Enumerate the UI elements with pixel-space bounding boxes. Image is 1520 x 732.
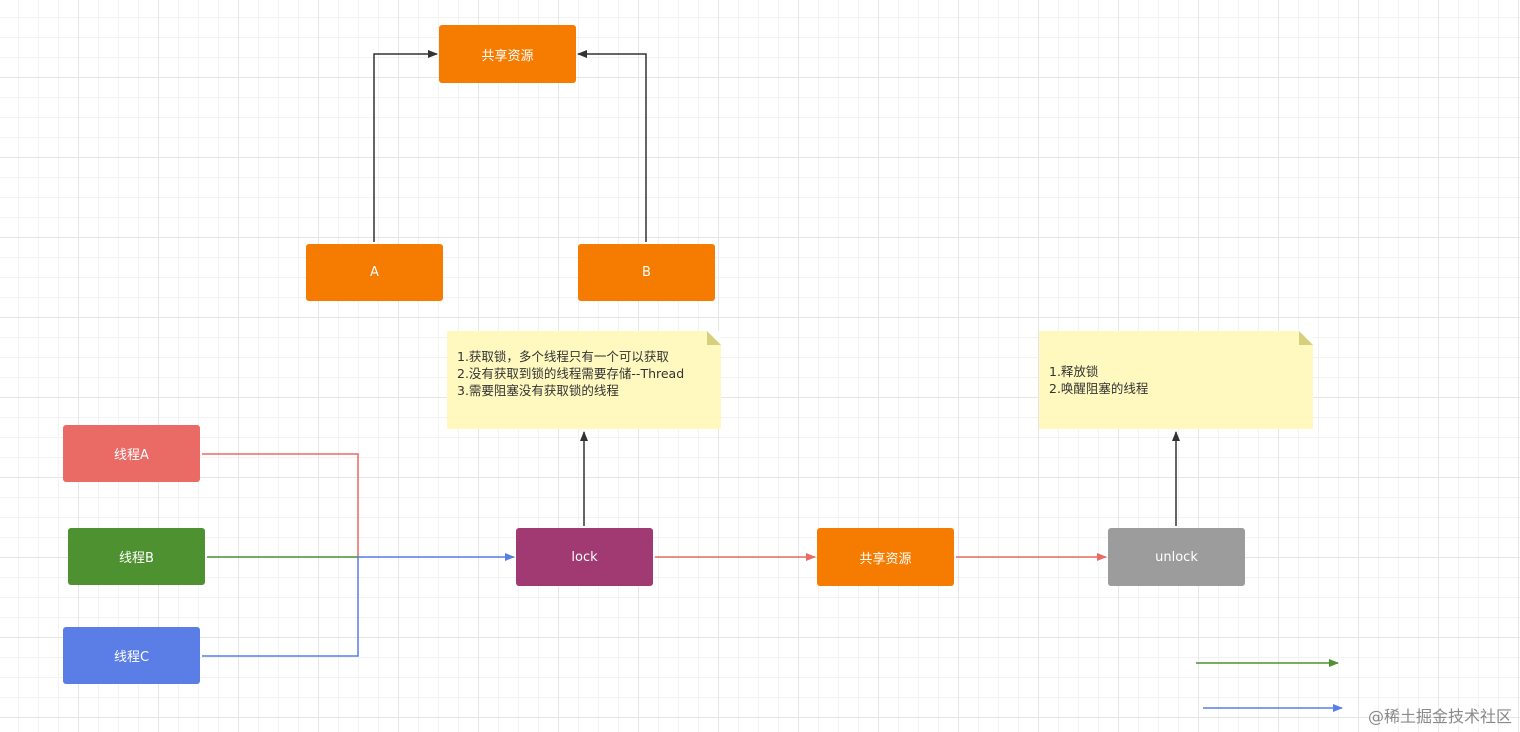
thread-c-node[interactable]: 线程C: [63, 627, 200, 684]
unlock-note-line-1: 1.释放锁: [1049, 364, 1099, 379]
edge-thread-c[interactable]: [202, 557, 359, 657]
edge-a-to-shared[interactable]: [373, 50, 438, 242]
node-b[interactable]: B: [578, 244, 715, 301]
unlock-note[interactable]: 1.释放锁 2.唤醒阻塞的线程: [1039, 331, 1313, 429]
node-a[interactable]: A: [306, 244, 443, 301]
unlock-node[interactable]: unlock: [1108, 528, 1245, 586]
unlock-note-line-2: 2.唤醒阻塞的线程: [1049, 381, 1149, 396]
thread-a-node[interactable]: 线程A: [63, 425, 200, 482]
edge-thread-a[interactable]: [202, 453, 359, 557]
note-fold-corner: [707, 331, 721, 345]
note-fold-corner: [1299, 331, 1313, 345]
watermark: @稀土掘金技术社区: [1367, 707, 1512, 726]
shared-resource-node-middle[interactable]: 共享资源: [817, 528, 954, 586]
thread-b-node[interactable]: 线程B: [68, 528, 205, 585]
edge-b-to-shared[interactable]: [577, 50, 647, 242]
lock-note[interactable]: 1.获取锁，多个线程只有一个可以获取 2.没有获取到锁的线程需要存储--Thre…: [447, 331, 721, 429]
shared-resource-node-top[interactable]: 共享资源: [439, 25, 576, 83]
lock-node[interactable]: lock: [516, 528, 653, 586]
lock-note-line-2: 2.没有获取到锁的线程需要存储--Thread: [457, 366, 685, 381]
lock-note-line-3: 3.需要阻塞没有获取锁的线程: [457, 383, 619, 398]
lock-note-line-1: 1.获取锁，多个线程只有一个可以获取: [457, 349, 669, 364]
